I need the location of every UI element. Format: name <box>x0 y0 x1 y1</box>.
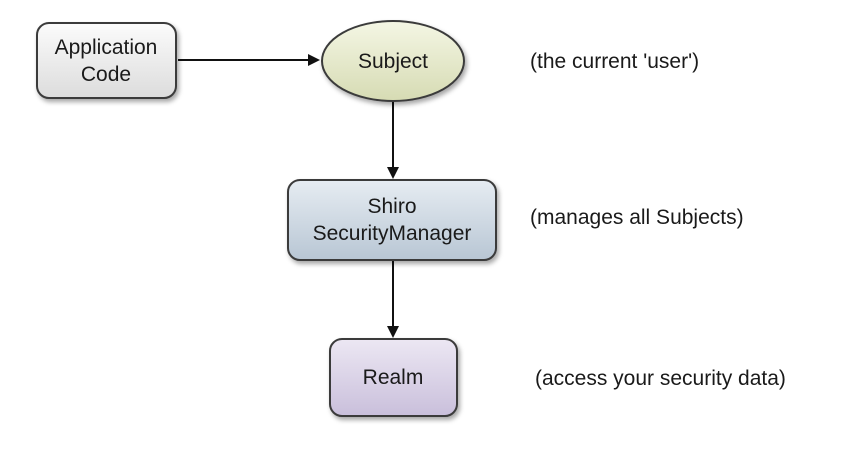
security-manager-label-line2: SecurityManager <box>313 222 472 245</box>
security-manager-label: Shiro <box>367 195 416 218</box>
subject-label: Subject <box>358 50 428 73</box>
security-manager-node: Shiro SecurityManager <box>287 179 497 261</box>
subject-node: Subject <box>321 20 465 102</box>
subject-note: (the current 'user') <box>530 50 699 73</box>
application-code-box <box>36 22 177 99</box>
realm-node: Realm <box>329 338 458 417</box>
security-manager-box <box>287 179 497 261</box>
application-code-node: Application Code <box>36 22 177 99</box>
realm-box <box>329 338 458 417</box>
application-code-label-line2: Code <box>81 63 131 86</box>
subject-ellipse <box>321 20 465 102</box>
realm-note: (access your security data) <box>535 367 786 390</box>
security-manager-note: (manages all Subjects) <box>530 206 744 229</box>
realm-label: Realm <box>363 366 424 389</box>
application-code-label: Application <box>55 36 158 59</box>
